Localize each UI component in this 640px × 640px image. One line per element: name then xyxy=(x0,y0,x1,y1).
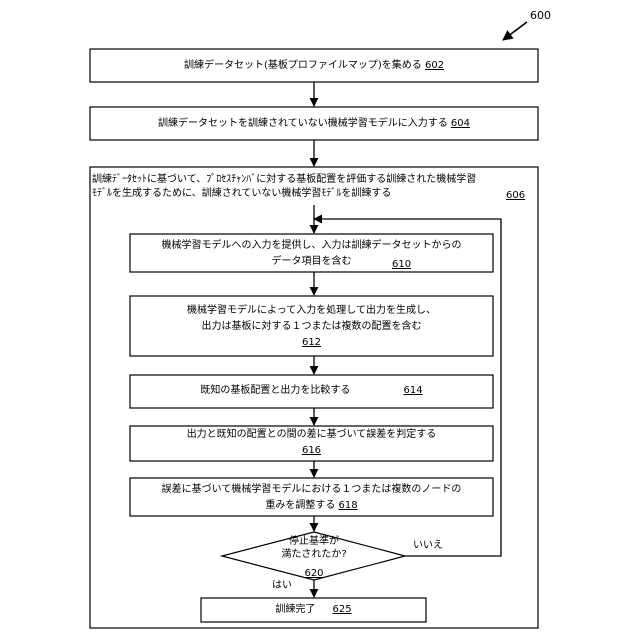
step-625-label: 訓練完了 625 xyxy=(201,602,426,618)
step-612-ref: 612 xyxy=(130,335,493,351)
step-625-ref: 625 xyxy=(333,604,352,615)
step-618-ref: 618 xyxy=(339,500,358,511)
step-604-text: 訓練データセットを訓練されていない機械学習モデルに入力する xyxy=(158,118,448,129)
step-612-line1: 機械学習モデルによって入力を処理して出力を生成し、 xyxy=(130,303,493,319)
step-610-label: 機械学習モデルへの入力を提供し、入力は訓練データセットからの データ項目を含む … xyxy=(130,238,493,270)
step-610-ref: 610 xyxy=(392,257,411,273)
step-610-line1: 機械学習モデルへの入力を提供し、入力は訓練データセットからの xyxy=(130,238,493,254)
step-606-line2: ﾓﾃﾞﾙを生成するために、訓練されていない機械学習ﾓﾃﾞﾙを訓練する xyxy=(92,186,391,201)
step-602-text: 訓練データセット(基板プロファイルマップ)を集める xyxy=(184,60,422,71)
step-612-label: 機械学習モデルによって入力を処理して出力を生成し、 出力は基板に対する１つまたは… xyxy=(130,303,493,351)
step-606-line1: 訓練ﾃﾞｰﾀｾｯﾄに基づいて、ﾌﾟﾛｾｽﾁｬﾝﾊﾞに対する基板配置を評価する訓練… xyxy=(92,172,476,187)
decision-620-line2: 満たされたか? xyxy=(254,548,374,561)
step-610-line2: データ項目を含む 610 xyxy=(130,254,493,270)
step-614-text: 既知の基板配置と出力を比較する xyxy=(200,385,350,396)
step-616-text: 出力と既知の配置との間の差に基づいて誤差を判定する xyxy=(130,427,493,443)
decision-no-label: いいえ xyxy=(413,538,443,553)
step-606-line2-text: ﾓﾃﾞﾙを生成するために、訓練されていない機械学習ﾓﾃﾞﾙを訓練する xyxy=(92,188,391,199)
step-618-line2: 重みを調整する 618 xyxy=(130,498,493,514)
step-612-line2: 出力は基板に対する１つまたは複数の配置を含む xyxy=(130,319,493,335)
step-614-ref: 614 xyxy=(404,385,423,396)
step-625-text: 訓練完了 xyxy=(275,604,315,615)
step-606-ref: 606 xyxy=(506,188,525,203)
step-614-label: 既知の基板配置と出力を比較する 614 xyxy=(130,383,493,399)
step-602-ref: 602 xyxy=(425,60,444,71)
step-616-label: 出力と既知の配置との間の差に基づいて誤差を判定する 616 xyxy=(130,427,493,459)
step-604-ref: 604 xyxy=(451,118,470,129)
decision-yes-label: はい xyxy=(272,578,292,593)
figure-pointer-arrow xyxy=(503,22,527,40)
step-618-line2-text: 重みを調整する xyxy=(265,500,335,511)
step-618-label: 誤差に基づいて機械学習モデルにおける１つまたは複数のノードの 重みを調整する 6… xyxy=(130,482,493,514)
decision-620-line1: 停止基準が xyxy=(254,535,374,548)
step-604-label: 訓練データセットを訓練されていない機械学習モデルに入力する 604 xyxy=(90,116,538,132)
figure-number: 600 xyxy=(530,9,551,22)
step-616-ref: 616 xyxy=(130,443,493,459)
step-602-label: 訓練データセット(基板プロファイルマップ)を集める 602 xyxy=(90,58,538,74)
step-610-line2-text: データ項目を含む xyxy=(272,256,352,267)
decision-620-label: 停止基準が 満たされたか? 620 xyxy=(254,535,374,580)
step-618-line1: 誤差に基づいて機械学習モデルにおける１つまたは複数のノードの xyxy=(130,482,493,498)
